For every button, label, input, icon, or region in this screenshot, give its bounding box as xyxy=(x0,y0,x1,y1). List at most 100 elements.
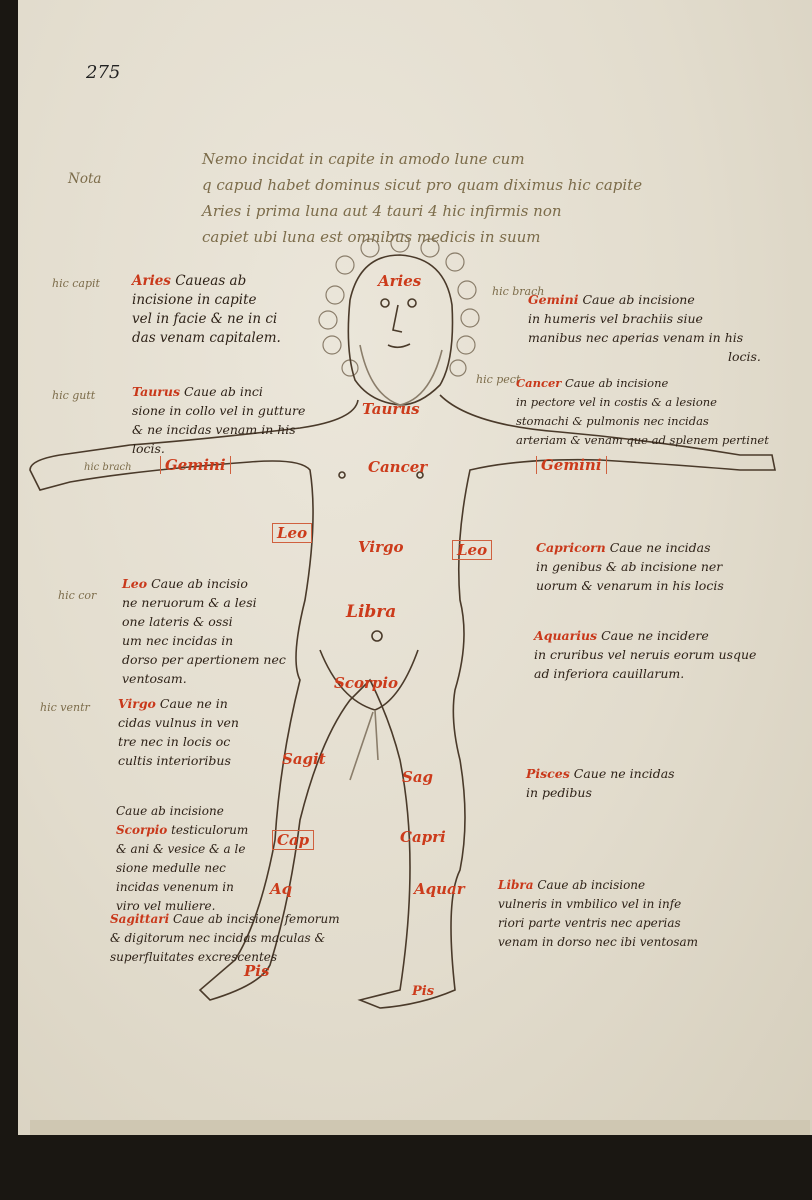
text-line: Caue ne incidas xyxy=(573,766,675,781)
block-sagittarius: Sagittari Caue ab incisione femorum & di… xyxy=(110,910,340,967)
block-aquarius: Aquarius Caue ne incidere in cruribus ve… xyxy=(534,626,756,683)
intro-line: Aries i prima luna aut 4 tauri 4 hic inf… xyxy=(202,202,562,220)
body-outline xyxy=(29,394,776,1009)
label-foot-left: Pis xyxy=(244,962,270,980)
label-thigh-right: Sag xyxy=(402,768,434,786)
block-pisces: Pisces Caue ne incidas in pedibus xyxy=(526,764,675,802)
text-line: in pedibus xyxy=(526,785,592,800)
sign-name: Aquarius xyxy=(534,628,598,643)
margin-note: hic pect xyxy=(476,373,521,386)
text-line: Caue ab inci xyxy=(184,384,263,399)
text-line: ne neruorum & a lesi xyxy=(122,595,257,610)
text-line: locis. xyxy=(132,441,165,456)
intro-line: capiet ubi luna est omnibus medicis in s… xyxy=(202,228,541,246)
block-leo: Leo Caue ab incisio ne neruorum & a lesi… xyxy=(122,574,286,688)
text-line: Caue ne incidere xyxy=(601,628,709,643)
sign-name: Taurus xyxy=(132,384,181,399)
text-line: das venam capitalem. xyxy=(132,330,281,346)
text-line: riori parte ventris nec aperias xyxy=(498,916,681,930)
block-scorpio: Caue ab incisione Scorpio testiculorum &… xyxy=(116,802,248,916)
text-line: Caue ab incisione femorum xyxy=(172,912,340,926)
text-line: vel in facie & ne in ci xyxy=(132,311,278,327)
head-outline xyxy=(347,254,454,406)
text-line: Caue ab incisio xyxy=(151,576,248,591)
block-cancer: Cancer Caue ab incisione in pectore vel … xyxy=(516,374,769,450)
text-line: superfluitates excrescentes xyxy=(110,950,278,964)
label-foot-right: Pis xyxy=(412,984,435,999)
sign-name: Sagittari xyxy=(110,912,170,926)
margin-note: hic ventr xyxy=(40,701,90,714)
sign-name: Scorpio xyxy=(116,823,168,837)
text-line: & digitorum nec incidas maculas & xyxy=(110,931,326,945)
sign-name: Capricorn xyxy=(536,540,606,555)
text-line: sione in collo vel in gutture xyxy=(132,403,306,418)
text-line: incidas venenum in xyxy=(116,880,234,894)
sign-name: Gemini xyxy=(528,292,579,307)
arm-margin-note: hic brach xyxy=(84,462,132,473)
intro-line: q capud habet dominus sicut pro quam dix… xyxy=(202,176,643,194)
text-line: uorum & venarum in his locis xyxy=(536,578,724,593)
margin-note: Nota xyxy=(68,171,102,187)
manuscript-page xyxy=(18,0,812,1160)
label-neck: Taurus xyxy=(362,400,420,418)
label-arm-right: Gemini xyxy=(536,456,607,474)
text-line: & ne incidas venam in his xyxy=(132,422,296,437)
label-knee-left: Cap xyxy=(272,830,315,850)
label-chest: Cancer xyxy=(368,458,428,476)
text-line: Caueas ab xyxy=(175,273,247,289)
text-line: testiculorum xyxy=(171,823,249,837)
label-knee-right: Capri xyxy=(400,828,446,846)
pubic-line xyxy=(319,649,419,711)
label-side-right: Leo xyxy=(452,540,493,560)
margin-note: hic brach xyxy=(492,285,545,298)
text-line: tre nec in locis oc xyxy=(118,734,231,749)
text-line: in pectore vel in costis & a lesione xyxy=(516,395,717,409)
margin-note: hic gutt xyxy=(52,389,96,402)
text-line: one lateris & ossi xyxy=(122,614,233,629)
label-head: Aries xyxy=(378,272,422,290)
text-line: dorso per apertionem nec xyxy=(122,652,286,667)
text-line: sione medulle nec xyxy=(116,861,226,875)
text-line: stomachi & pulmonis nec incidas xyxy=(516,414,709,428)
text-line: Caue ab incisione xyxy=(116,804,224,818)
text-line: arteriam & venam que ad splenem pertinet xyxy=(516,433,769,447)
text-line: viro vel muliere. xyxy=(116,899,216,913)
text-line: in humeris vel brachiis siue xyxy=(528,311,703,326)
text-line: Caue ab incisione xyxy=(582,292,695,307)
sign-name: Libra xyxy=(498,878,534,892)
text-line: incisione in capite xyxy=(132,292,257,308)
text-line: manibus nec aperias venam in his xyxy=(528,330,744,345)
text-line: cultis interioribus xyxy=(118,753,231,768)
text-line: Caue ne incidas xyxy=(609,540,711,555)
text-line: um nec incidas in xyxy=(122,633,234,648)
block-aries: Aries Caueas ab incisione in capite vel … xyxy=(132,272,281,348)
text-line: ventosam. xyxy=(122,671,187,686)
sign-name: Cancer xyxy=(516,376,562,390)
text-line: venam in dorso nec ibi ventosam xyxy=(498,935,699,949)
label-belly: Virgo xyxy=(358,538,404,556)
text-line: cidas vulnus in ven xyxy=(118,715,239,730)
text-line: Caue ne in xyxy=(159,696,228,711)
hair-curls xyxy=(318,233,480,377)
label-shin-right: Aquar xyxy=(414,880,465,898)
text-line: Caue ab incisione xyxy=(537,878,646,892)
text-line: in genibus & ab incisione ner xyxy=(536,559,723,574)
text-line: in cruribus vel neruis eorum usque xyxy=(534,647,757,662)
label-navel: Libra xyxy=(346,602,397,622)
label-arm-left: Gemini xyxy=(160,456,231,474)
text-line: locis. xyxy=(728,349,761,364)
label-side-left: Leo xyxy=(272,523,313,543)
block-capricorn: Capricorn Caue ne incidas in genibus & a… xyxy=(536,538,724,595)
text-line: ad inferiora cauillarum. xyxy=(534,666,685,681)
label-groin: Scorpio xyxy=(334,674,399,692)
text-line: vulneris in vmbilico vel in infe xyxy=(498,897,682,911)
block-virgo: Virgo Caue ne in cidas vulnus in ven tre… xyxy=(118,694,239,770)
label-shin-left: Aq xyxy=(270,880,293,898)
label-thigh-left: Sagit xyxy=(282,750,326,768)
intro-line: Nemo incidat in capite in amodo lune cum xyxy=(202,150,525,168)
sign-name: Aries xyxy=(132,273,171,289)
sign-name: Pisces xyxy=(526,766,570,781)
margin-note: hic capit xyxy=(52,277,100,290)
block-libra: Libra Caue ab incisione vulneris in vmbi… xyxy=(498,876,698,952)
